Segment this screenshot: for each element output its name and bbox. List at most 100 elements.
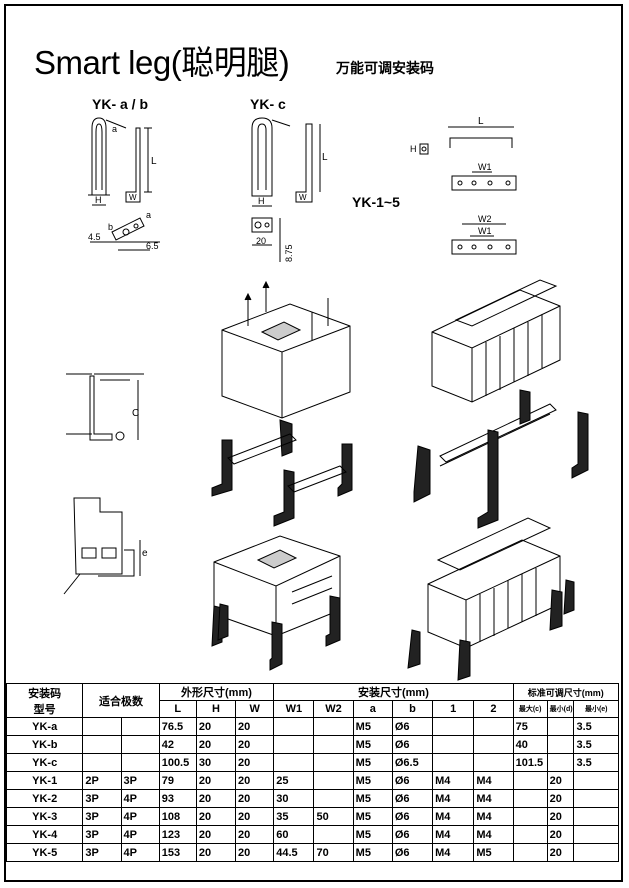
drawing-frame bbox=[4, 4, 623, 882]
cell-mind: 20 bbox=[546, 771, 575, 790]
side-detail-c: C bbox=[66, 373, 144, 441]
cell-L: 93 bbox=[158, 789, 197, 808]
cell-W: 20 bbox=[235, 735, 275, 754]
cell-W2 bbox=[313, 771, 354, 790]
cell-p2: 4P bbox=[120, 807, 160, 826]
cell-mine bbox=[573, 807, 619, 826]
header-model-line2: 型号 bbox=[33, 703, 56, 716]
header-max: 最大(c) bbox=[512, 700, 548, 718]
yk-15-top-view-2: W1 W2 bbox=[451, 214, 517, 255]
dim-20: 20 bbox=[256, 236, 266, 246]
cell-p2: 3P bbox=[120, 771, 160, 790]
yk-15-side-view: L H bbox=[410, 116, 514, 155]
cell-mind: 20 bbox=[546, 807, 575, 826]
cell-s2 bbox=[473, 753, 514, 772]
cell-mine bbox=[573, 843, 619, 862]
cell-b: Ø6 bbox=[391, 717, 434, 736]
cell-b: Ø6 bbox=[391, 771, 434, 790]
label-yk-c: YK- c bbox=[250, 96, 286, 112]
cell-s2: M4 bbox=[473, 807, 514, 826]
side-detail-e: e bbox=[63, 497, 148, 595]
yk-c-front-view: H bbox=[251, 117, 291, 207]
dim-L-15: L bbox=[478, 116, 484, 127]
cell-mind: 20 bbox=[546, 789, 575, 808]
dim-a-2: a bbox=[146, 210, 151, 220]
page-subtitle: 万能可调安装码 bbox=[336, 60, 434, 76]
cell-p1: 3P bbox=[82, 789, 122, 808]
cell-p2: 4P bbox=[120, 789, 160, 808]
cell-mine: 3.5 bbox=[573, 753, 619, 772]
legs-lower-right bbox=[407, 579, 575, 681]
cell-W: 20 bbox=[235, 717, 275, 736]
cell-s1: M4 bbox=[432, 771, 475, 790]
cell-W1: 35 bbox=[273, 807, 315, 826]
cell-W: 20 bbox=[235, 843, 275, 862]
cell-m: YK-4 bbox=[5, 825, 84, 844]
table-header-row-2: L H W W1 W2 a b 1 2 最大(c) 最小(d) 最小(e) bbox=[7, 700, 619, 718]
cell-L: 42 bbox=[158, 735, 197, 754]
header-outline: 外形尺寸(mm) bbox=[158, 683, 275, 701]
modular-breakers-lower bbox=[427, 517, 561, 649]
cell-p1: 3P bbox=[82, 843, 122, 862]
cell-max bbox=[512, 771, 548, 790]
cell-m: YK-3 bbox=[5, 807, 84, 826]
dim-e: e bbox=[142, 548, 148, 559]
cell-b: Ø6 bbox=[391, 825, 434, 844]
cell-W1 bbox=[273, 717, 315, 736]
cell-W: 20 bbox=[235, 807, 275, 826]
dim-W1-2: W1 bbox=[478, 226, 492, 236]
cell-s1: M4 bbox=[432, 807, 475, 826]
dim-b: b bbox=[108, 222, 113, 232]
cell-s1: M4 bbox=[432, 825, 475, 844]
cell-W: 20 bbox=[235, 789, 275, 808]
cell-W2 bbox=[313, 753, 354, 772]
table-header-row-1: 安装码型号 适合极数 外形尺寸(mm) 安装尺寸(mm) 标准可调尺寸(mm) bbox=[5, 683, 620, 718]
cell-m: YK-c bbox=[5, 753, 84, 772]
yk-15-top-view-1: W1 bbox=[451, 162, 517, 191]
yk-ab-front-view: H bbox=[88, 117, 127, 206]
cell-W1: 30 bbox=[273, 789, 315, 808]
dim-W2: W2 bbox=[478, 214, 492, 224]
cell-p1: 2P bbox=[82, 771, 122, 790]
cell-L: 76.5 bbox=[158, 717, 197, 736]
cell-a: M5 bbox=[352, 789, 393, 808]
cell-m: YK-5 bbox=[5, 843, 84, 862]
dim-H: H bbox=[95, 195, 102, 205]
cell-p2: 4P bbox=[120, 843, 160, 862]
header-adjust: 标准可调尺寸(mm) bbox=[512, 683, 620, 701]
cell-p2 bbox=[120, 735, 160, 754]
cell-max bbox=[512, 825, 548, 844]
dim-6-5: 6.5 bbox=[146, 241, 159, 251]
header-poles: 适合极数 bbox=[82, 683, 160, 718]
cell-m: YK-2 bbox=[5, 789, 84, 808]
cell-W: 20 bbox=[235, 825, 275, 844]
legs-lower-left bbox=[211, 595, 341, 671]
cell-max bbox=[512, 843, 548, 862]
cell-max: 101.5 bbox=[512, 753, 548, 772]
spec-table: 安装码型号 适合极数 外形尺寸(mm) 安装尺寸(mm) 标准可调尺寸(mm) … bbox=[5, 683, 620, 862]
cell-m: YK-b bbox=[5, 735, 84, 754]
cell-s2: M4 bbox=[473, 789, 514, 808]
header-1: 1 bbox=[432, 700, 475, 718]
breaker-iso-upper bbox=[221, 280, 351, 419]
cell-s1 bbox=[432, 753, 475, 772]
header-L: L bbox=[158, 700, 197, 718]
header-W: W bbox=[235, 700, 275, 718]
dim-W: W bbox=[129, 193, 137, 202]
dim-4-5: 4.5 bbox=[88, 232, 101, 242]
cell-L: 100.5 bbox=[158, 753, 197, 772]
cell-W1 bbox=[273, 753, 315, 772]
cell-mind bbox=[546, 717, 575, 736]
header-H: H bbox=[195, 700, 237, 718]
cell-s1: M4 bbox=[432, 843, 475, 862]
cell-W: 20 bbox=[235, 753, 275, 772]
cell-s2: M4 bbox=[473, 825, 514, 844]
cell-W2 bbox=[313, 735, 354, 754]
header-W1: W1 bbox=[273, 700, 315, 718]
cell-max: 40 bbox=[512, 735, 548, 754]
